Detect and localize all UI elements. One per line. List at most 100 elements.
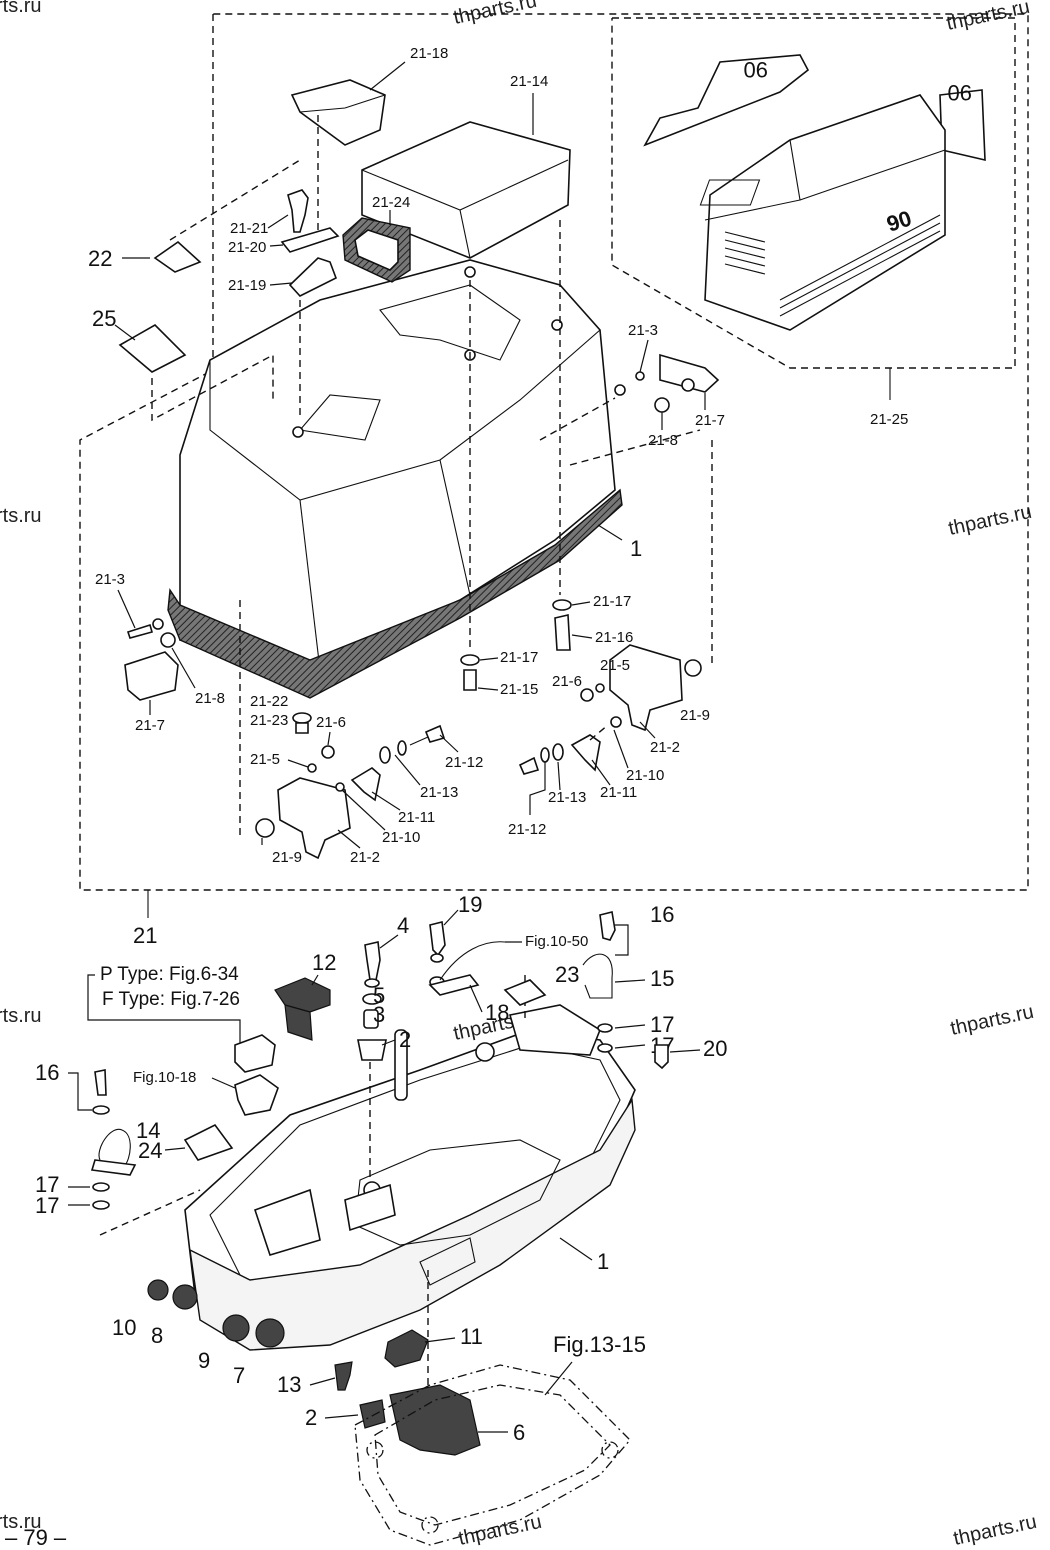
callout-21-5-left: 21-5 [250, 751, 280, 768]
callout-21-8-left: 21-8 [195, 690, 225, 707]
callout-21-13-right: 21-13 [548, 789, 586, 806]
callout-21-6-left: 21-6 [316, 714, 346, 731]
callout-14: 14 [136, 1118, 160, 1143]
grommets: 10 8 9 7 [112, 1279, 285, 1388]
decal-text-upper: 90 [744, 57, 768, 82]
callout-20: 20 [703, 1036, 727, 1061]
label-23 [503, 979, 547, 1006]
watermark-mid-left: rts.ru [0, 505, 42, 527]
callout-21-16: 21-16 [595, 629, 633, 646]
callout-6: 6 [513, 1420, 525, 1445]
decal-inset: 90 90 90 [643, 54, 986, 331]
callout-21-10-left: 21-10 [382, 829, 420, 846]
callout-21-6-right: 21-6 [552, 673, 582, 690]
callout-21-3-right: 21-3 [628, 322, 658, 339]
top-assembly-boundary: 21 21-25 [79, 13, 1029, 948]
center-bolts: 21-17 21-16 21-17 21-15 [460, 220, 633, 698]
callout-21-9-left: 21-9 [272, 849, 302, 866]
callout-2-bottom: 2 [305, 1405, 317, 1430]
seal-21-24: 21-24 [342, 194, 411, 283]
left-side-hardware: 21-3 21-7 21-8 [95, 571, 225, 734]
mini-cowling-grille [724, 231, 766, 275]
callout-21-18: 21-18 [410, 45, 448, 62]
callout-21-13-left: 21-13 [420, 784, 458, 801]
side-decal-strip [643, 54, 810, 147]
callout-1-top: 1 [630, 536, 642, 561]
callout-21-25: 21-25 [870, 411, 908, 428]
top-cowling: 1 [167, 259, 642, 699]
cover-21-18: 21-18 [290, 45, 448, 146]
callout-21-17-upper: 21-17 [593, 593, 631, 610]
bottom-lower-hardware: 11 13 2 6 [277, 1324, 525, 1456]
callout-13: 13 [277, 1372, 301, 1397]
callout-21-17-lower: 21-17 [500, 649, 538, 666]
callout-17-left-b: 17 [35, 1193, 59, 1218]
ref-f-type: F Type: Fig.7-26 [102, 989, 240, 1010]
watermark-bottom-center: thparts.ru [456, 1511, 543, 1550]
callout-21-12-right: 21-12 [508, 821, 546, 838]
watermark-bottom-left: rts.ru [0, 1511, 42, 1533]
callout-24: 24 [138, 1138, 162, 1163]
callout-21-11-right: 21-11 [600, 784, 637, 801]
callout-25: 25 [92, 306, 116, 331]
watermark-lower-right: thparts.ru [948, 1001, 1035, 1040]
callout-21-9-right: 21-9 [680, 707, 710, 724]
callout-22: 22 [88, 246, 112, 271]
mini-cowling [704, 94, 946, 331]
callout-15: 15 [650, 966, 674, 991]
label-22 [153, 240, 202, 273]
callout-17-left-a: 17 [35, 1172, 59, 1197]
callout-21-2-left: 21-2 [350, 849, 380, 866]
callout-23: 23 [555, 962, 579, 987]
left-bracket-assembly: 21-22 21-23 21-6 21-5 21-12 21-13 21-11 … [239, 600, 483, 866]
callout-16-right: 16 [650, 902, 674, 927]
label-25 [118, 324, 187, 373]
callout-21-24: 21-24 [372, 194, 410, 211]
watermark-top-left: rts.ru [0, 0, 42, 17]
bottom-top-hardware: 4 5 3 2 12 19 Fig.10-50 18 23 16 15 17 1… [274, 892, 727, 1070]
callout-7: 7 [233, 1363, 245, 1388]
callout-21-19: 21-19 [228, 277, 266, 294]
callout-5: 5 [373, 983, 385, 1008]
callout-21-3-left: 21-3 [95, 571, 125, 588]
callout-21-7-left: 21-7 [135, 717, 165, 734]
callout-21-14: 21-14 [510, 73, 548, 90]
ref-fig13-15: Fig.13-15 [553, 1332, 646, 1357]
callout-21-23: 21-23 [250, 712, 288, 729]
callout-21-12-left: 21-12 [445, 754, 483, 771]
rubber-seal-1 [167, 488, 623, 699]
callout-8: 8 [151, 1323, 163, 1348]
label-24 [183, 1123, 234, 1161]
callout-21-2-right: 21-2 [650, 739, 680, 756]
ref-fig10-18: Fig.10-18 [133, 1069, 196, 1086]
ref-fig10-50: Fig.10-50 [525, 933, 588, 950]
callout-19: 19 [458, 892, 482, 917]
callout-18: 18 [485, 1000, 509, 1025]
right-bracket-assembly: 21-5 21-6 21-9 21-2 21-10 21-11 21-13 21… [508, 644, 710, 838]
callout-21-22: 21-22 [250, 693, 288, 710]
callout-9: 9 [198, 1348, 210, 1373]
watermark-lower-left: rts.ru [0, 1005, 42, 1027]
fig13-15-base-plate: Fig.13-15 [354, 1332, 646, 1546]
cover-21-14: 21-14 [361, 73, 571, 259]
ref-p-type: P Type: Fig.6-34 [100, 964, 239, 985]
watermark-mid-right: thparts.ru [946, 501, 1033, 540]
callout-21-11-left: 21-11 [398, 809, 435, 826]
callout-16-left: 16 [35, 1060, 59, 1085]
callout-4: 4 [397, 913, 409, 938]
bottom-left-hardware: P Type: Fig.6-34 F Type: Fig.7-26 Fig.10… [35, 964, 279, 1236]
callout-21-21: 21-21 [230, 220, 268, 237]
callout-1-bottom: 1 [597, 1249, 609, 1274]
right-side-hardware: 21-3 21-8 21-7 [539, 322, 725, 668]
decal-text-rear: 90 [948, 80, 972, 105]
latch-parts: 21-21 21-20 21-19 [228, 115, 340, 420]
callout-11: 11 [460, 1324, 483, 1349]
callout-21-5-right: 21-5 [600, 657, 630, 674]
callout-3: 3 [373, 1002, 385, 1027]
page-number: – 79 – [5, 1525, 67, 1550]
callout-21-15: 21-15 [500, 681, 538, 698]
callout-17-right-a: 17 [650, 1012, 674, 1037]
callout-12: 12 [312, 950, 336, 975]
callout-21: 21 [133, 923, 157, 948]
